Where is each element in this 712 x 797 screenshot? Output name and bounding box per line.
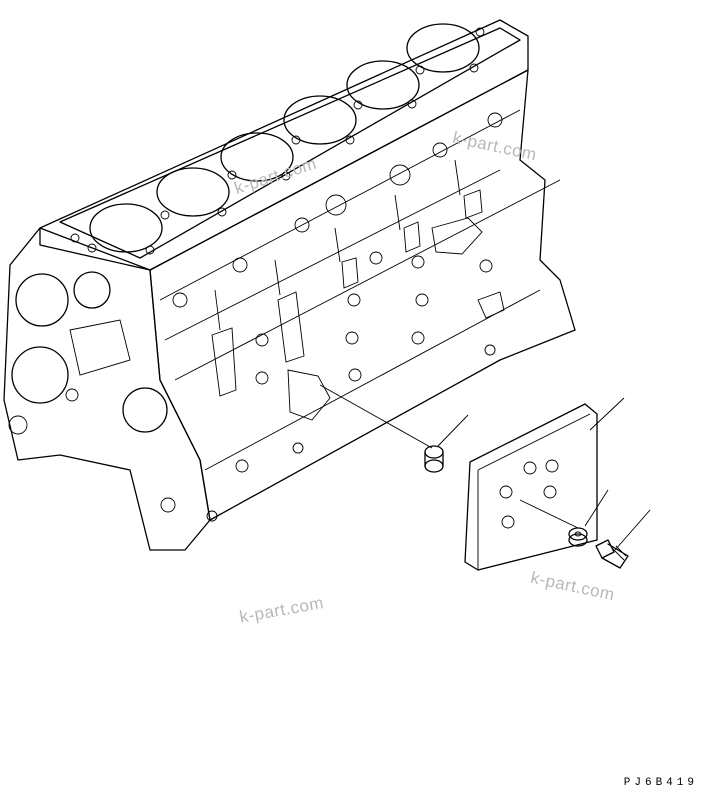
front-bore-lower <box>122 387 168 433</box>
cylinder-bores <box>89 23 480 253</box>
head-gasket-edge <box>59 27 521 259</box>
block-ribs <box>159 109 561 471</box>
block-bosses <box>172 112 503 522</box>
explosion-line-washer <box>519 499 579 529</box>
side-cover-flange <box>431 217 483 255</box>
leader-washer <box>584 489 609 527</box>
leader-spacer <box>437 414 469 447</box>
block-front-face <box>3 227 211 551</box>
bolt-part <box>595 539 629 569</box>
leader-bolt <box>614 509 651 551</box>
leader-plate <box>589 397 625 431</box>
front-bore-middle <box>11 346 69 404</box>
explosion-line <box>319 384 433 449</box>
oil-pan-flange <box>287 369 331 421</box>
washer-part <box>568 527 588 547</box>
head-bolt-holes <box>70 27 485 255</box>
mounting-plate <box>464 403 598 571</box>
drawing-code: PJ6B419 <box>623 777 698 789</box>
block-side-face <box>149 69 576 521</box>
front-bore-upper <box>15 273 69 327</box>
cylinder-block <box>3 19 576 551</box>
spacer-part <box>424 445 444 473</box>
front-bore-small <box>73 271 111 309</box>
